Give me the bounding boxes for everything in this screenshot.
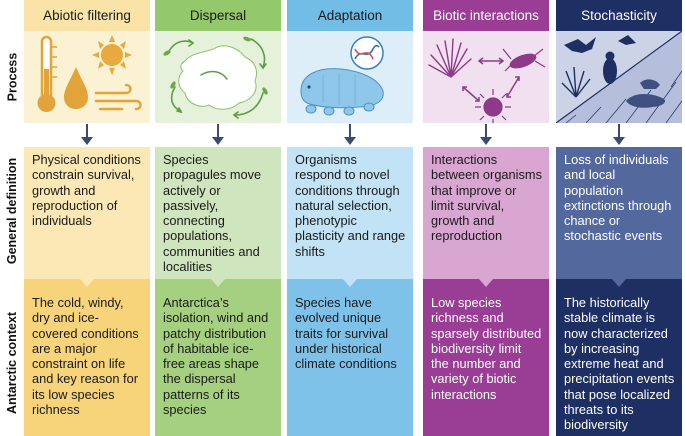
header-stochasticity: Stochasticity xyxy=(556,0,682,31)
header-dispersal: Dispersal xyxy=(155,0,281,31)
arrow-down-icon xyxy=(212,124,224,145)
definition-abiotic-filtering: Physical conditions constrain survival, … xyxy=(24,147,150,275)
dispersal-process-illustration xyxy=(155,31,281,123)
column-biotic-interactions: Biotic interactions xyxy=(423,0,549,436)
header-biotic-interactions: Biotic interactions xyxy=(423,0,549,31)
notch-stochasticity xyxy=(556,275,682,290)
wind-icon xyxy=(94,83,142,111)
row-label-process: Process xyxy=(0,31,24,123)
sun-icon xyxy=(92,35,132,75)
dispersal-arrows-icon xyxy=(168,38,267,119)
column-dispersal: Dispersal xyxy=(155,0,281,436)
context-abiotic-filtering: The cold, windy, dry and ice-covered con… xyxy=(24,290,150,436)
process-abiotic-filtering xyxy=(24,31,150,123)
diagonal-line xyxy=(556,31,682,123)
definition-dispersal: Species propagules move actively or pass… xyxy=(155,147,281,275)
abiotic-process-illustration xyxy=(24,31,150,123)
context-dispersal: Antarctica’s isolation, wind and patchy … xyxy=(155,290,281,436)
context-biotic-interactions: Low species richness and sparsely distri… xyxy=(423,290,549,436)
springtail-icon xyxy=(502,48,546,72)
water-drop-icon xyxy=(64,67,88,109)
arrow-down-icon xyxy=(613,124,625,145)
header-adaptation: Adaptation xyxy=(287,0,413,31)
grass-icon xyxy=(561,66,591,98)
moss-icon xyxy=(428,38,472,78)
row-label-context-text: Antarctic context xyxy=(5,311,20,415)
process-biotic-interactions xyxy=(423,31,549,123)
interaction-arrows-icon xyxy=(462,57,520,102)
notch-dispersal xyxy=(155,275,281,290)
definition-biotic-interactions: Interactions between organisms that impr… xyxy=(423,147,549,275)
tardigrade-icon xyxy=(300,68,384,116)
penguin-icon xyxy=(603,51,617,84)
header-abiotic-filtering: Abiotic filtering xyxy=(24,0,150,31)
context-stochasticity: The historically stable climate is now c… xyxy=(556,290,682,436)
column-adaptation: Adaptation Organisms respond to novel co… xyxy=(287,0,413,436)
definition-adaptation: Organisms respond to novel conditions th… xyxy=(287,147,413,275)
notch-biotic xyxy=(423,275,549,290)
arrow-down-icon xyxy=(480,124,492,145)
seal-icon xyxy=(626,79,666,108)
notch-adaptation xyxy=(287,275,413,290)
process-adaptation xyxy=(287,31,413,123)
bird-icon xyxy=(564,35,636,53)
arrow-down-icon xyxy=(344,124,356,145)
row-label-general: General definition xyxy=(0,147,24,275)
biotic-process-illustration xyxy=(423,31,549,123)
adaptation-process-illustration xyxy=(287,31,413,123)
nematode-icon xyxy=(475,89,511,123)
row-label-context: Antarctic context xyxy=(0,290,24,436)
process-stochasticity xyxy=(556,31,682,123)
notch-abiotic xyxy=(24,275,150,290)
column-stochasticity: Stochasticity xyxy=(556,0,682,436)
process-dispersal xyxy=(155,31,281,123)
thermometer-icon xyxy=(37,35,57,112)
arrow-down-icon xyxy=(81,124,93,145)
antarctica-map-icon xyxy=(178,45,258,110)
column-abiotic-filtering: Abiotic filtering xyxy=(24,0,150,436)
dna-icon xyxy=(350,36,384,70)
row-label-process-text: Process xyxy=(5,52,19,102)
stochasticity-process-illustration xyxy=(556,31,682,123)
context-adaptation: Species have evolved unique traits for s… xyxy=(287,290,413,436)
definition-stochasticity: Loss of individuals and local population… xyxy=(556,147,682,275)
row-label-general-text: General definition xyxy=(5,157,20,265)
leaf-icons xyxy=(163,36,268,95)
